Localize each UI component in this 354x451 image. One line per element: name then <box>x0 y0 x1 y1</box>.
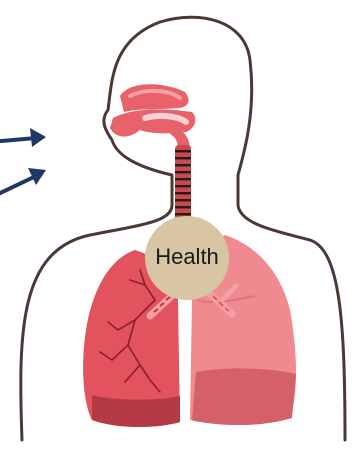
inhale-arrow-icon <box>0 168 46 196</box>
center-label: Health <box>140 244 234 270</box>
trachea <box>175 145 191 223</box>
inhale-arrow-icon <box>0 128 46 147</box>
